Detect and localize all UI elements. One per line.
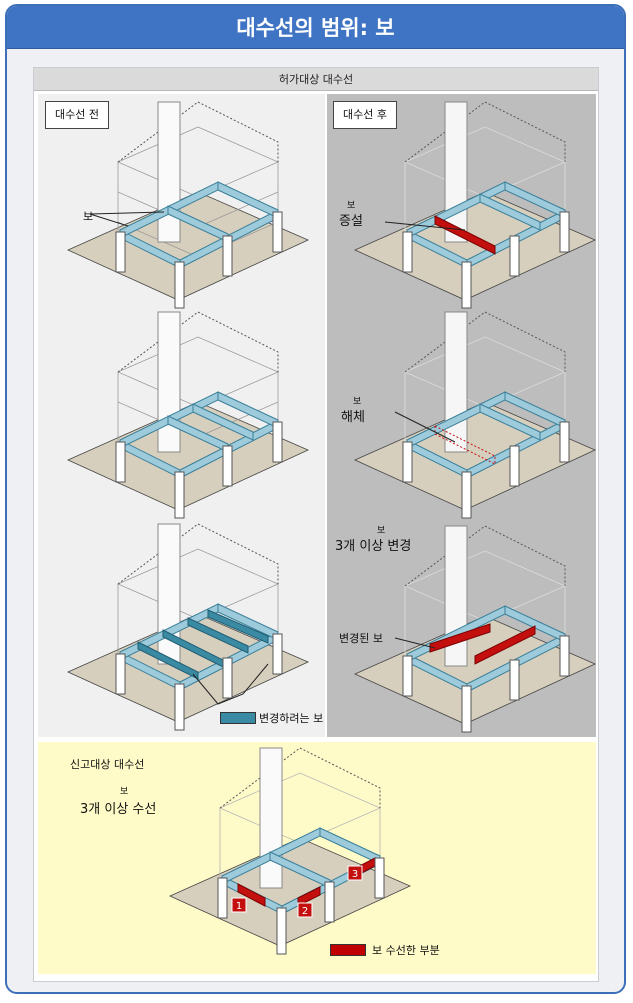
permit-section-title: 허가대상 대수선 [34,68,598,91]
building-after-change [354,525,596,733]
beam-label: 보 [83,210,94,223]
svg-text:1: 1 [236,901,242,912]
building-before-3 [67,523,309,731]
change-legend-label: 변경하려는 보 [259,712,324,725]
page-title: 대수선의 범위: 보 [7,6,624,49]
report-small-label: 보 [120,787,129,797]
diagram-panel: 허가대상 대수선 대수선 전 [33,67,599,982]
before-tag: 대수선 전 [45,101,109,129]
change-small-label: 보 [377,526,386,536]
after-tag: 대수선 후 [333,101,397,129]
add-small-label: 보 [347,201,356,211]
repair-marker-2: 2 [297,902,313,918]
building-report: 1 2 3 [169,747,411,955]
building-before-2 [67,311,309,519]
report-big-label: 3개 이상 수선 [80,802,157,817]
add-big-label: 증설 [339,214,363,229]
change-big-label: 3개 이상 변경 [335,539,412,554]
repair-marker-1: 1 [231,897,247,913]
after-column: 대수선 후 [327,94,596,737]
changed-beam-label: 변경된 보 [339,632,383,645]
remove-big-label: 해체 [341,410,365,425]
before-column: 대수선 전 [38,94,325,737]
report-section: 신고대상 대수선 보 3개 이상 수선 [38,742,596,974]
change-legend-swatch [220,712,256,724]
repair-marker-3: 3 [347,865,363,881]
diagram-frame: 대수선의 범위: 보 허가대상 대수선 대수선 전 [5,4,626,994]
repair-legend-swatch [330,944,366,956]
svg-text:2: 2 [302,906,308,917]
building-before-1 [67,101,309,309]
building-after-remove [354,311,596,519]
repair-legend-label: 보 수선한 부분 [372,944,440,957]
building-after-add [354,101,596,309]
remove-small-label: 보 [353,397,362,407]
report-title: 신고대상 대수선 [70,758,145,771]
svg-text:3: 3 [352,869,358,880]
